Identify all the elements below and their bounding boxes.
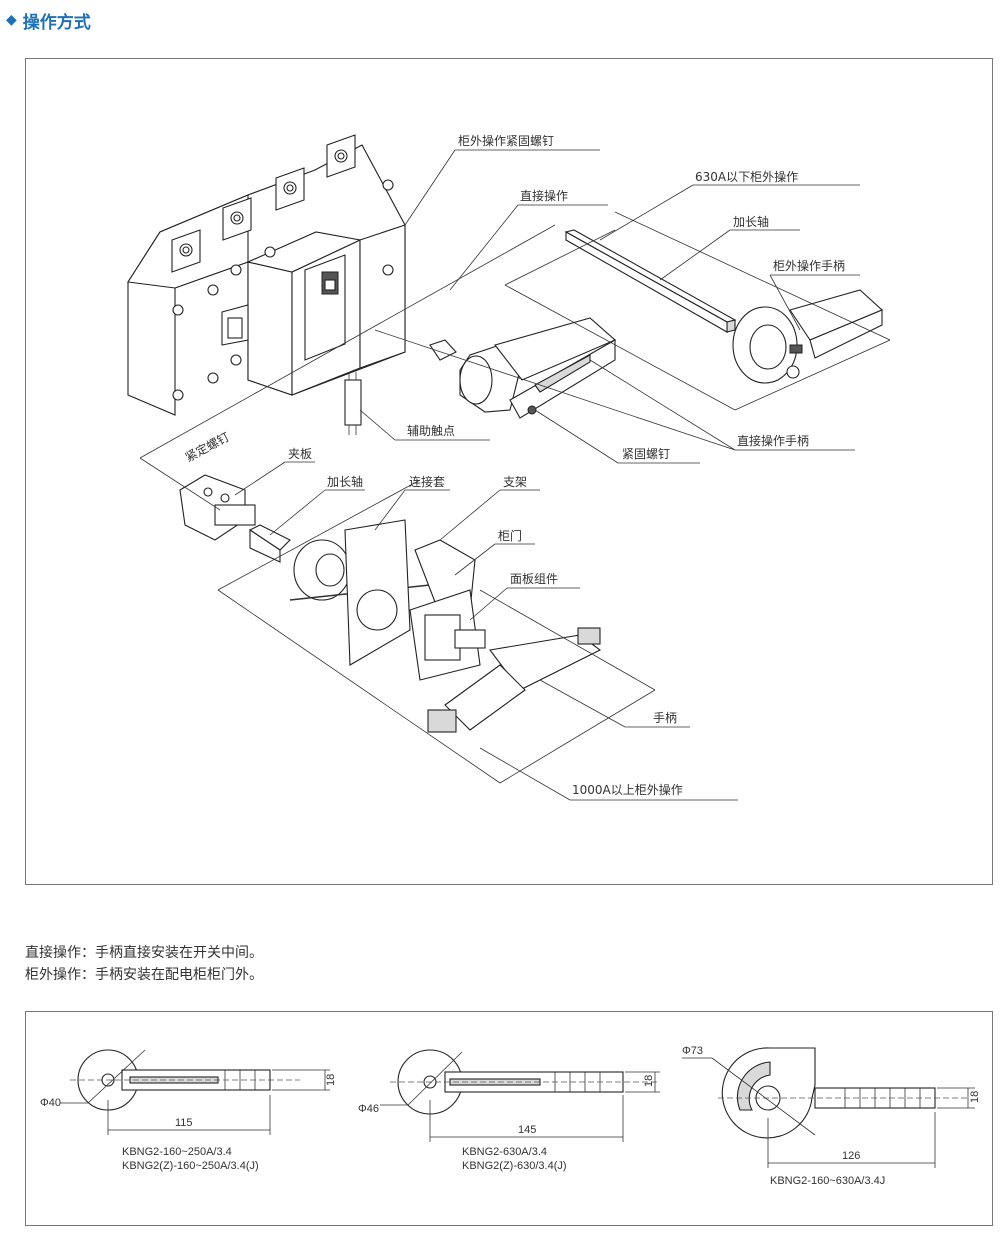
extension-shaft-top xyxy=(564,229,737,333)
note-direct-operation: 直接操作：手柄直接安装在开关中间。 xyxy=(25,945,263,961)
section-title: 操作方式 xyxy=(22,12,91,33)
switch-body xyxy=(127,134,406,435)
note-outside-operation: 柜外操作：手柄安装在配电柜柜门外。 xyxy=(25,967,263,983)
width-1-label: 18 xyxy=(325,1074,337,1086)
label-extension-shaft-top: 加长轴 xyxy=(733,214,769,229)
label-handle: 手柄 xyxy=(653,711,677,725)
dim-drawing-3: Φ73 18 126 KBNG2-160~630A/3.4J xyxy=(682,1045,981,1187)
model-1b: KBNG2(Z)-160~250A/3.4(J) xyxy=(122,1160,259,1172)
label-outside-handle: 柜外操作手柄 xyxy=(773,258,845,273)
dim-drawing-1: Φ40 18 115 KBNG2-160~250A/3.4 KBNG2(Z)-1… xyxy=(40,1049,337,1172)
model-3a: KBNG2-160~630A/3.4J xyxy=(770,1175,885,1187)
lower-assembly xyxy=(179,474,602,733)
length-1-label: 115 xyxy=(175,1117,193,1129)
phi-2-label: Φ46 xyxy=(358,1103,379,1115)
label-auxiliary-contact: 辅助触点 xyxy=(407,424,455,438)
label-direct-operation: 直接操作 xyxy=(520,188,568,203)
leader-lines xyxy=(139,149,891,801)
direct-handle xyxy=(429,317,617,419)
label-outside-above-1000: 1000A以上柜外操作 xyxy=(572,782,683,797)
dim-drawing-2: Φ46 18 145 KBNG2-630A/3.4 KBNG2(Z)-630/3… xyxy=(358,1049,660,1172)
dimension-frame xyxy=(25,1011,993,1226)
model-1a: KBNG2-160~250A/3.4 xyxy=(122,1146,232,1158)
length-3-label: 126 xyxy=(842,1150,860,1162)
phi-3-label: Φ73 xyxy=(682,1045,703,1057)
label-direct-handle: 直接操作手柄 xyxy=(737,433,809,448)
label-outside-fastening-screw: 柜外操作紧固螺钉 xyxy=(458,133,554,148)
width-3-label: 18 xyxy=(969,1091,981,1103)
model-2b: KBNG2(Z)-630/3.4(J) xyxy=(462,1160,567,1172)
section-header: ◆ 操作方式 xyxy=(6,8,91,33)
label-fastening-screw: 紧固螺钉 xyxy=(622,447,670,461)
label-extension-shaft-bottom: 加长轴 xyxy=(327,474,363,489)
label-bracket: 支架 xyxy=(503,475,527,489)
exploded-diagram-frame xyxy=(25,58,993,885)
label-outside-below-630: 630A以下柜外操作 xyxy=(695,169,798,184)
label-cabinet-door: 柜门 xyxy=(498,528,522,543)
diamond-icon: ◆ xyxy=(6,12,17,28)
width-2-label: 18 xyxy=(643,1075,655,1087)
label-clamp-plate: 夹板 xyxy=(288,447,312,461)
phi-1-label: Φ40 xyxy=(40,1097,61,1109)
label-panel-assembly: 面板组件 xyxy=(510,572,558,586)
model-2a: KBNG2-630A/3.4 xyxy=(462,1146,547,1158)
length-2-label: 145 xyxy=(518,1124,536,1136)
label-connecting-sleeve: 连接套 xyxy=(409,474,445,489)
